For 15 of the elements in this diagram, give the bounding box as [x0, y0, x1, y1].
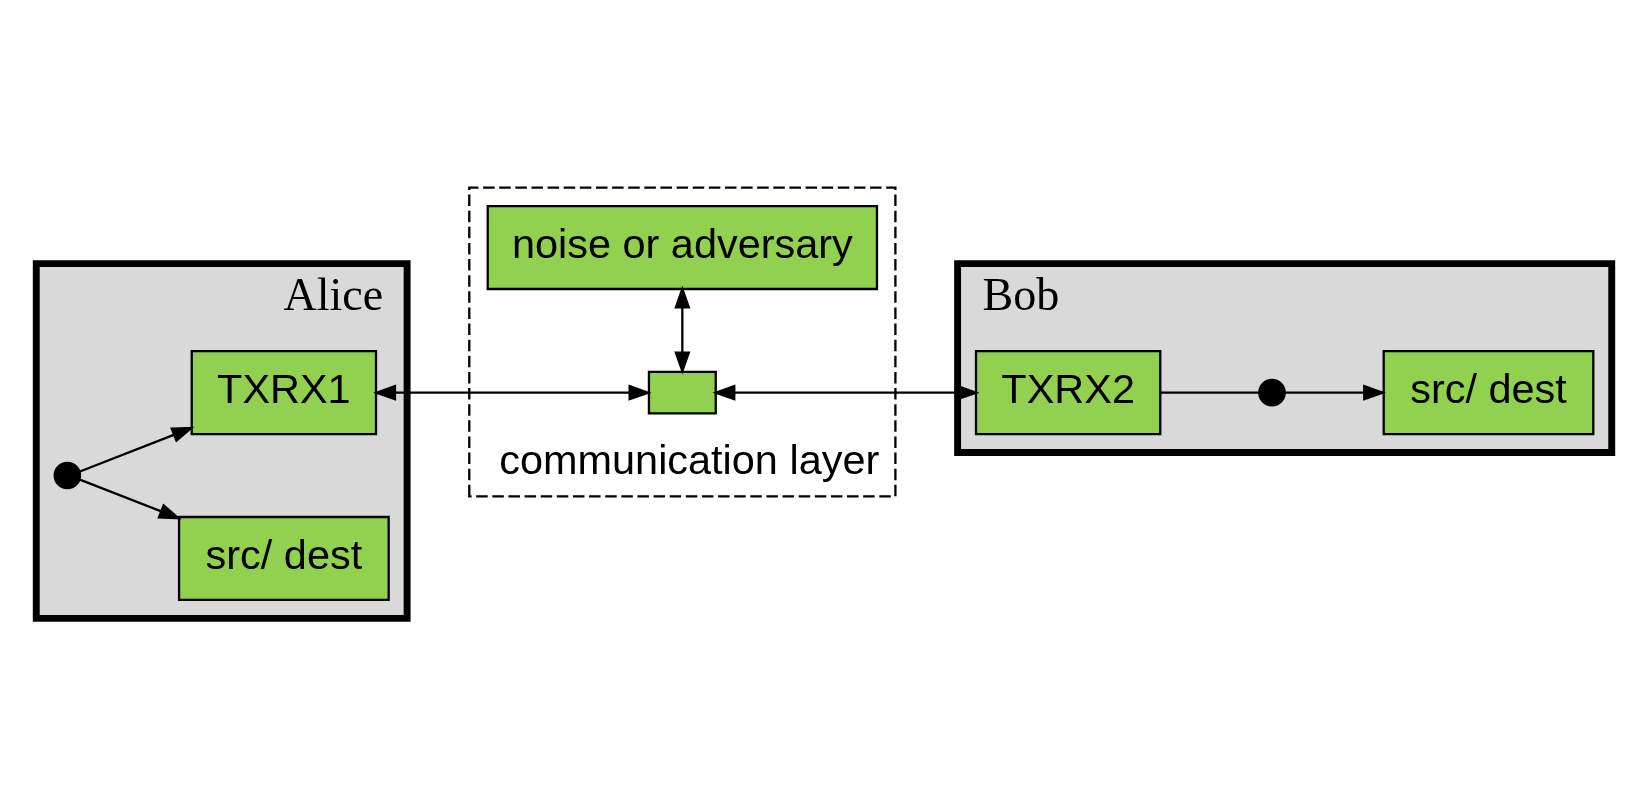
node-box: src/ dest: [177, 515, 390, 601]
node-box: TXRX2: [974, 349, 1162, 435]
arrow: [1285, 384, 1387, 401]
arrow: [712, 384, 980, 401]
node-circle: [53, 461, 82, 489]
arrow: [674, 285, 691, 375]
connector: [1160, 391, 1259, 394]
node-box: src/ dest: [1382, 349, 1595, 435]
arrow: [373, 384, 652, 401]
node-circle: [1258, 378, 1286, 406]
node-box: TXRX1: [190, 349, 378, 435]
node-box: [647, 370, 717, 414]
arrow: [79, 478, 182, 519]
node-box: noise or adversary: [486, 204, 879, 290]
arrow: [79, 426, 195, 473]
